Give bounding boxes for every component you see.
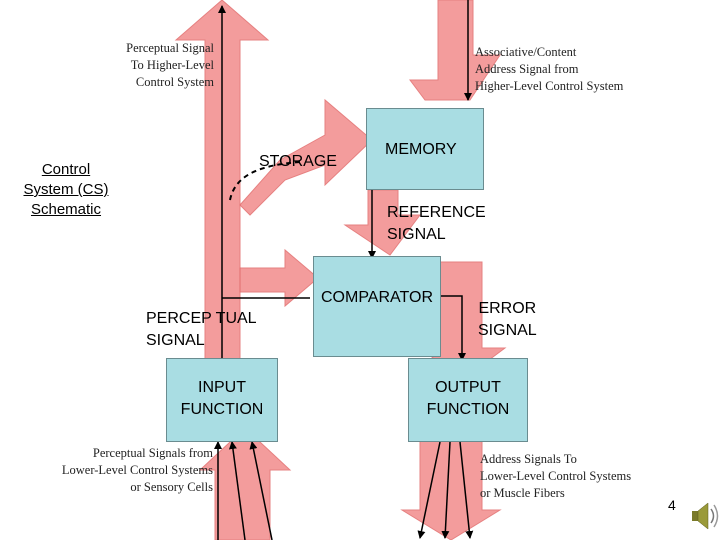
output-line-3 <box>459 441 474 539</box>
storage-dashed-line <box>229 161 301 201</box>
memory-box: MEMORY <box>366 108 484 190</box>
storage-label: STORAGE <box>259 153 337 170</box>
page-title: Control System (CS) Schematic <box>23 161 109 218</box>
input-line-3 <box>249 441 273 540</box>
perceptual-signal-label: PERCEP TUAL SIGNAL <box>146 310 257 349</box>
output-line-2 <box>441 441 451 539</box>
address-to-lower-label: Address Signals To Lower-Level Control S… <box>480 452 632 500</box>
arrow-perceptual-to-comparator <box>239 248 319 308</box>
speaker-icon[interactable] <box>692 502 719 530</box>
arrow-inputs-from-lower <box>198 427 292 540</box>
comparator-box: COMPARATOR <box>313 256 441 357</box>
arrow-reference <box>343 189 421 256</box>
perceptual-from-lower-label: Perceptual Signals from Lower-Level Cont… <box>61 446 213 494</box>
error-signal-label: ERROR SIGNAL <box>478 300 537 339</box>
arrow-storage <box>239 98 373 216</box>
output-function-box: OUTPUT FUNCTION <box>408 358 528 442</box>
input-function-box: INPUT FUNCTION <box>166 358 278 442</box>
associative-address-label: Associative/Content Address Signal from … <box>475 45 624 93</box>
arrow-outputs-to-lower <box>400 439 502 540</box>
input-line-2 <box>228 441 246 540</box>
slide-number: 4 <box>668 497 676 513</box>
error-line <box>440 295 466 361</box>
output-line-1 <box>417 441 441 539</box>
reference-signal-label: REFERENCE SIGNAL <box>387 204 486 243</box>
perceptual-to-higher-label: Perceptual Signal To Higher-Level Contro… <box>126 41 214 89</box>
